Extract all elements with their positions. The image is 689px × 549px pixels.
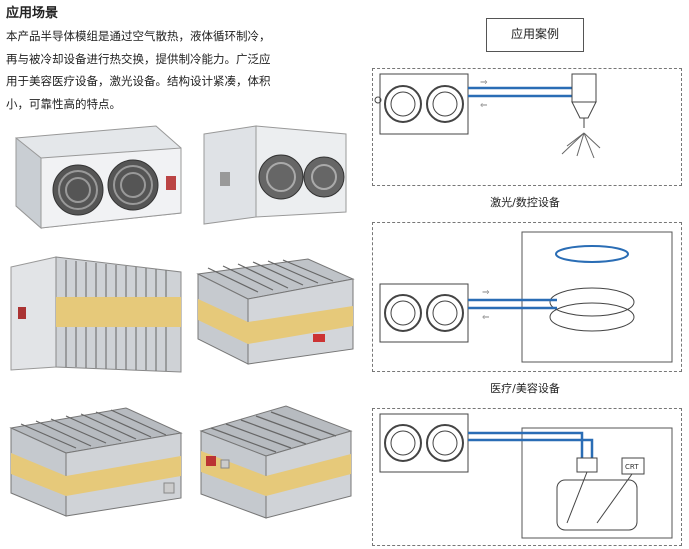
case-diagram-medical-drawing: ⇒ ⇐: [379, 231, 673, 363]
svg-text:⇐: ⇐: [482, 313, 490, 323]
case-caption-laser: 激光/数控设备: [490, 196, 560, 209]
product-photo-heatsink-4: [199, 405, 353, 519]
svg-text:⇒: ⇒: [482, 288, 490, 298]
description-line: 再与被冷却设备进行热交换，提供制冷能力。广泛应: [6, 51, 271, 66]
description-line: 小，可靠性高的特点。: [6, 96, 121, 111]
case-diagram-laser: [372, 68, 682, 186]
product-photo-side-fans: [203, 125, 347, 225]
svg-text:⇐: ⇐: [480, 101, 488, 111]
svg-text:⇒: ⇒: [480, 78, 488, 88]
product-description: 本产品半导体模组是通过空气散热，液体循环制冷， 再与被冷却设备进行热交换，提供制…: [6, 25, 296, 115]
crt-label: CRT: [625, 463, 639, 471]
application-case-label: 应用案例: [486, 18, 584, 52]
case-diagram-laser-drawing: ⇒ ⇐: [374, 73, 601, 159]
case-caption-medical: 医疗/美容设备: [490, 382, 560, 395]
product-photo-front-fans: [15, 125, 182, 230]
description-line: 本产品半导体模组是通过空气散热，液体循环制冷，: [6, 29, 271, 43]
product-photo-heatsink-2: [196, 258, 355, 365]
case-diagram-medical: [372, 222, 682, 372]
product-photo-heatsink-3: [9, 407, 183, 517]
case-diagram-crt-drawing: CRT: [379, 413, 673, 539]
product-photo-heatsink-1: [10, 256, 182, 373]
description-line: 用于美容医疗设备，激光设备。结构设计紧凑，体积: [6, 74, 271, 88]
section-title: 应用场景: [6, 6, 59, 21]
case-diagram-crt: [372, 408, 682, 546]
